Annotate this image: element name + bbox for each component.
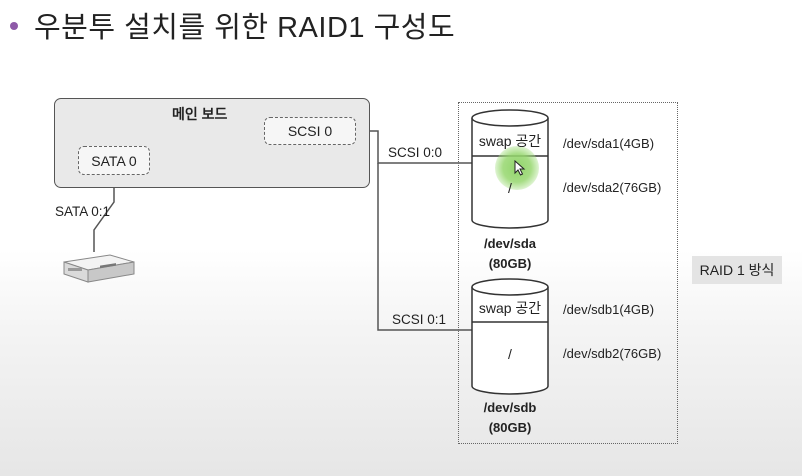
scsi-a-connection-label: SCSI 0:0 [388, 145, 443, 160]
raid-label: RAID 1 방식 [692, 256, 782, 284]
disk-sdb-root-label: / [508, 346, 512, 362]
bullet-icon [10, 22, 18, 31]
raid-group [458, 102, 678, 444]
scsi-cable-b [377, 163, 472, 331]
disk-sda-part2-label: /dev/sda2(76GB) [563, 180, 662, 195]
disk-sda-part1-label: /dev/sda1(4GB) [563, 136, 655, 151]
disk-sdb-cylinder [471, 278, 549, 395]
scsi-b-connection-label: SCSI 0:1 [392, 312, 447, 327]
title-text: 우분투 설치를 위한 RAID1 구성도 [34, 12, 456, 44]
mouse-cursor-icon [514, 160, 526, 176]
sata-cable [93, 175, 115, 252]
disk-sda-size-label: (80GB) [488, 256, 532, 271]
disk-sdb-device-label: /dev/sdb [483, 400, 537, 415]
scsi-port: SCSI 0 [264, 117, 356, 145]
mainboard-label: 메인 보드 [172, 106, 228, 122]
slide-title: 우분투 설치를 위한 RAID1 구성도 [10, 4, 455, 46]
sata-connection-label: SATA 0:1 [55, 204, 111, 219]
sata-port: SATA 0 [78, 146, 150, 175]
disk-sda-root-label: / [508, 180, 512, 196]
disk-sdb-part2-label: /dev/sdb2(76GB) [563, 346, 662, 361]
disk-sdb-swap-label: swap 공간 [478, 300, 542, 316]
disk-sda-device-label: /dev/sda [483, 236, 537, 251]
disk-sdb-size-label: (80GB) [488, 420, 532, 435]
disk-sda-swap-label: swap 공간 [478, 133, 542, 149]
disk-sdb-part1-label: /dev/sdb1(4GB) [563, 302, 655, 317]
optical-drive-icon [63, 254, 135, 283]
